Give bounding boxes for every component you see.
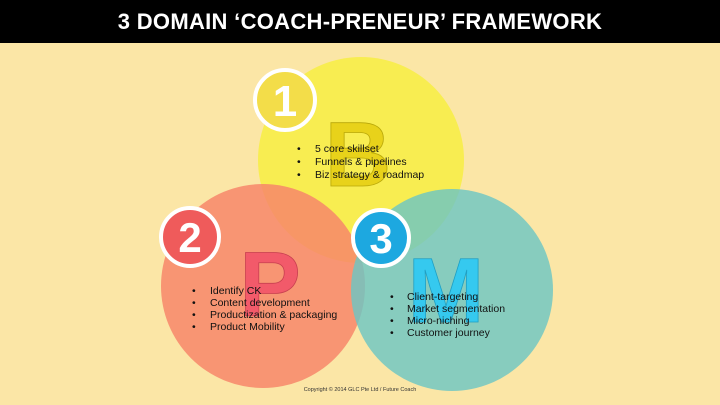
bullet-marker: • — [390, 315, 394, 327]
bullet-marker: • — [297, 156, 301, 168]
bullet-item: Funnels & pipelines — [315, 156, 407, 168]
badge-3-number: 3 — [369, 215, 392, 262]
bullet-marker: • — [192, 309, 196, 321]
bullet-marker: • — [192, 285, 196, 297]
bullet-item: Product Mobility — [210, 321, 285, 333]
badge-2-number: 2 — [178, 214, 201, 261]
bullet-marker: • — [192, 321, 196, 333]
letter-p: P — [239, 234, 300, 336]
bullet-marker: • — [390, 327, 394, 339]
badge-3 — [351, 208, 411, 268]
bullet-list-p: • Identify CK • Content development • Pr… — [192, 285, 337, 333]
bullet-marker: • — [297, 143, 301, 155]
bullet-item: Client-targeting — [407, 291, 478, 303]
bullet-item: 5 core skillset — [315, 143, 379, 155]
bullet-item: Content development — [210, 297, 310, 309]
bullet-item: Productization & packaging — [210, 309, 337, 321]
copyright-text: Copyright © 2014 GLC Pte Ltd / Future Co… — [303, 387, 417, 393]
bullet-item: Market segmentation — [407, 303, 505, 315]
page-title: 3 DOMAIN ‘COACH-PRENEUR’ FRAMEWORK — [117, 8, 603, 34]
bullet-marker: • — [192, 297, 196, 309]
letter-b: B — [325, 104, 391, 206]
bullet-marker: • — [390, 291, 394, 303]
bullet-marker: • — [297, 169, 301, 181]
badge-1 — [253, 68, 317, 132]
badge-2 — [159, 206, 221, 268]
bullet-item: Biz strategy & roadmap — [315, 169, 424, 181]
title-bar: 3 DOMAIN ‘COACH-PRENEUR’ FRAMEWORK — [0, 0, 720, 43]
badge-1-number: 1 — [273, 77, 297, 126]
bullet-list-m: • Client-targeting • Market segmentation… — [390, 291, 505, 339]
bullet-item: Customer journey — [407, 327, 491, 339]
bullet-item: Identify CK — [210, 285, 261, 297]
letter-m: M — [408, 240, 485, 342]
bullet-list-b: • 5 core skillset • Funnels & pipelines … — [297, 143, 424, 181]
bullet-marker: • — [390, 303, 394, 315]
bullet-item: Micro-niching — [407, 315, 470, 327]
